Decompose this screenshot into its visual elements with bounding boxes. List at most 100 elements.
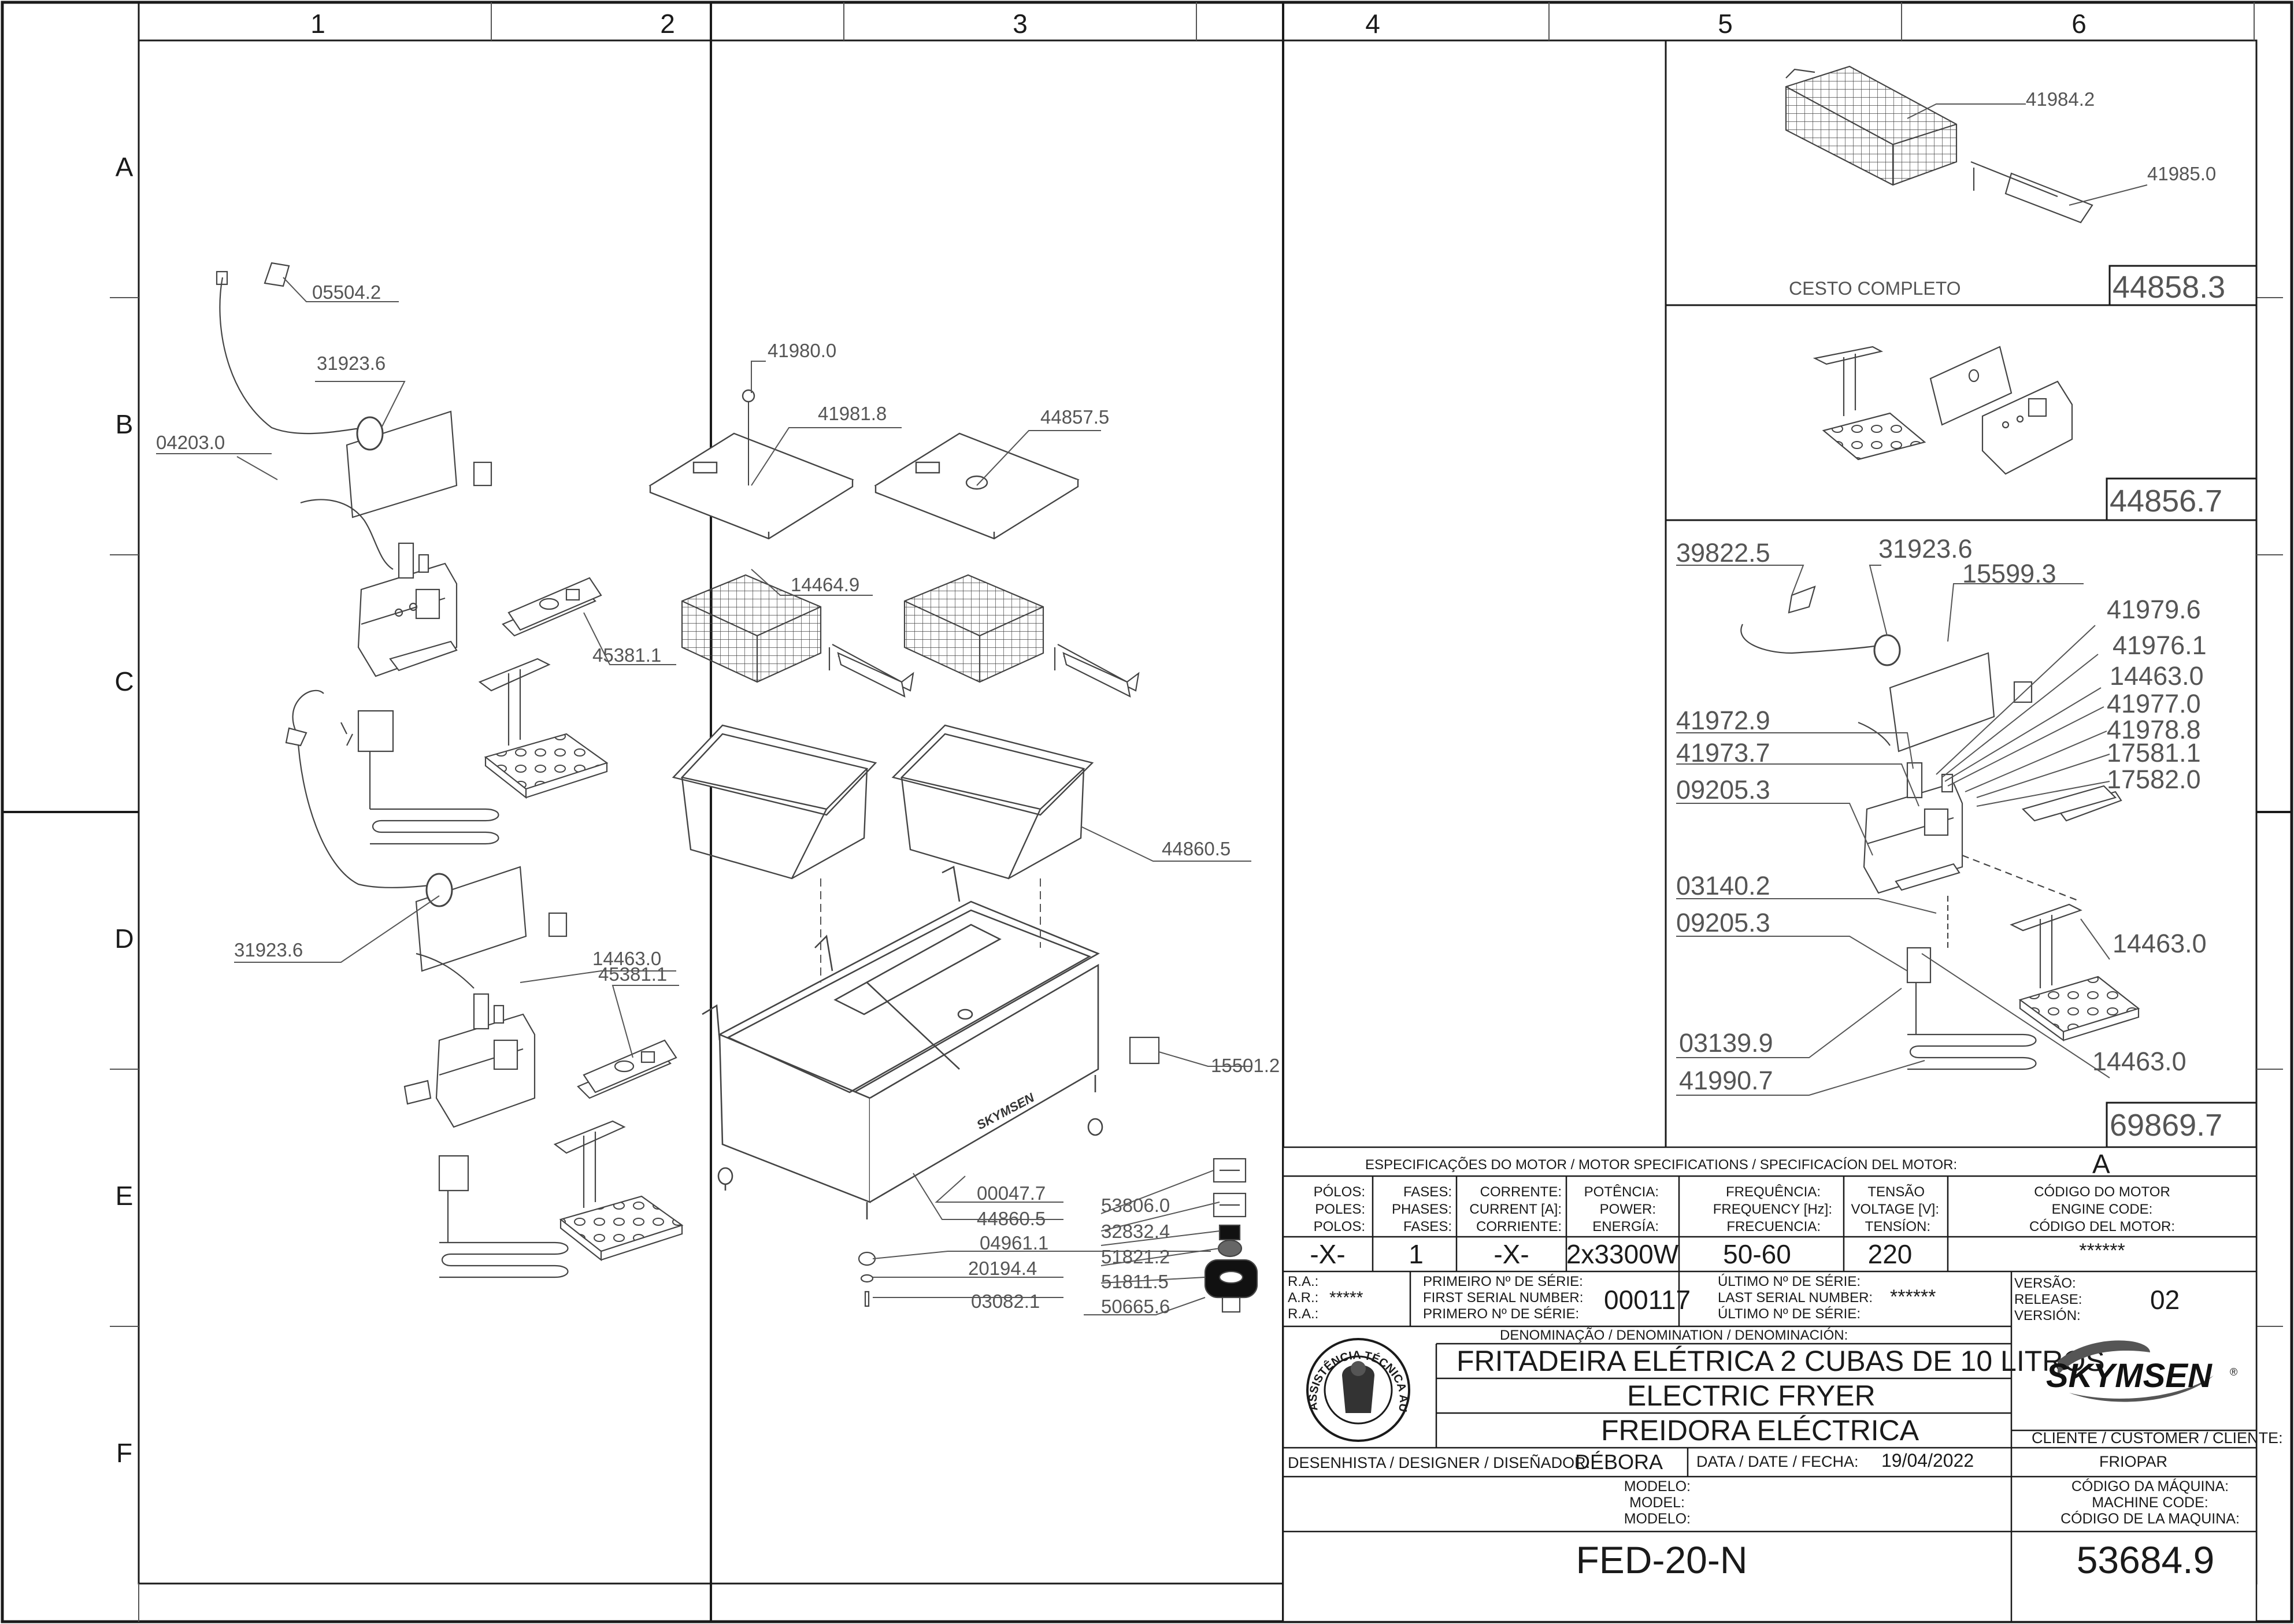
version-label-pt: VERSÃO: bbox=[2014, 1276, 2076, 1291]
seal-text: ASSISTÊNCIA TÉCNICA AUTORIZADA bbox=[0, 0, 1410, 1412]
machine-code-label-en: MACHINE CODE: bbox=[2092, 1495, 2208, 1511]
center-tank-right bbox=[891, 724, 1094, 880]
callout-04961: 04961.1 bbox=[980, 1232, 1048, 1254]
detail-label-41979: 41979.6 bbox=[2107, 595, 2201, 624]
last-serial-label-en: LAST SERIAL NUMBER: bbox=[1718, 1290, 1873, 1306]
current-header-pt: CORRENTE: bbox=[1480, 1184, 1562, 1200]
detail-label-14463-bottom: 14463.0 bbox=[2092, 1047, 2186, 1076]
denomination-header: DENOMINAÇÃO / DENOMINATION / DENOMINACIÓ… bbox=[1500, 1328, 1848, 1343]
callout-50665: 50665.6 bbox=[1101, 1296, 1170, 1317]
first-serial-label-pt: PRIMEIRO Nº DE SÉRIE: bbox=[1423, 1274, 1583, 1289]
callout-15501: 15501.2 bbox=[1211, 1055, 1280, 1076]
center-tank-left bbox=[672, 724, 877, 880]
detail-label-17581: 17581.1 bbox=[2107, 738, 2201, 767]
callout-45381-lower: 45381.1 bbox=[598, 963, 667, 985]
callout-04203: 04203.0 bbox=[156, 432, 225, 453]
callout-45381-upper: 45381.1 bbox=[592, 644, 661, 666]
power-value: 2x3300W bbox=[1566, 1239, 1679, 1269]
upper-left-control-panel bbox=[502, 577, 602, 637]
motor-spec-header: ESPECIFICAÇÕES DO MOTOR / MOTOR SPECIFIC… bbox=[1365, 1156, 1957, 1173]
authorized-service-seal: ASSISTÊNCIA TÉCNICA AUTORIZADA bbox=[0, 0, 1410, 1442]
grid-row-a: A bbox=[116, 152, 134, 182]
ra-value: ***** bbox=[1329, 1288, 1363, 1307]
power-header-en: POWER: bbox=[1600, 1202, 1656, 1217]
voltage-header-es: TENSÍON: bbox=[1865, 1219, 1930, 1234]
model-label-pt: MODELO: bbox=[1624, 1478, 1691, 1495]
model-value: FED-20-N bbox=[1576, 1538, 1747, 1581]
basket-labels: 41984.2 41985.0 CESTO COMPLETO 44858.3 bbox=[1789, 88, 2225, 305]
callout-00047: 00047.7 bbox=[977, 1182, 1046, 1204]
grid-row-f: F bbox=[116, 1438, 132, 1468]
frequency-value: 50-60 bbox=[1723, 1239, 1791, 1269]
freq-header-es: FRECUENCIA: bbox=[1726, 1219, 1821, 1234]
callout-14463-left: 14463.0 bbox=[592, 948, 661, 969]
detail-label-17582: 17582.0 bbox=[2107, 765, 2201, 794]
detail-label-14463-mid: 14463.0 bbox=[2113, 929, 2207, 958]
poles-header-en: POLES: bbox=[1315, 1202, 1365, 1217]
callout-53806: 53806.0 bbox=[1101, 1195, 1170, 1216]
poles-header-es: POLOS: bbox=[1314, 1219, 1365, 1234]
detail-label-03139: 03139.9 bbox=[1679, 1028, 1773, 1058]
callout-labels: 05504.2 31923.6 04203.0 41980.0 41981.8 … bbox=[156, 281, 1280, 1317]
detail-labels: 39822.5 31923.6 15599.3 41979.6 41976.1 … bbox=[1676, 534, 2222, 1143]
current-header-en: CURRENT [A]: bbox=[1469, 1202, 1562, 1217]
first-serial-label-es: PRIMERO Nº DE SÉRIE: bbox=[1423, 1306, 1579, 1322]
callout-41984: 41984.2 bbox=[2026, 88, 2095, 110]
engine-code-value: ****** bbox=[2079, 1240, 2125, 1262]
grid-col-1: 1 bbox=[310, 9, 325, 39]
callout-03082: 03082.1 bbox=[971, 1291, 1040, 1312]
center-feet-hardware bbox=[858, 1036, 1258, 1313]
grid-row-d: D bbox=[114, 924, 134, 954]
upper-left-support-stand bbox=[478, 658, 609, 799]
last-serial-label-pt: ÚLTIMO Nº DE SÉRIE: bbox=[1718, 1274, 1861, 1289]
product-name-pt: FRITADEIRA ELÉTRICA 2 CUBAS DE 10 LITROS bbox=[1457, 1345, 2105, 1377]
grid-row-c: C bbox=[114, 666, 134, 696]
motor-code-value: A bbox=[2092, 1149, 2110, 1179]
brand-logo-text: SKYMSEN bbox=[2046, 1357, 2213, 1395]
detail-label-09205-b: 09205.3 bbox=[1676, 908, 1770, 937]
detail-label-15599: 15599.3 bbox=[1962, 559, 2056, 588]
ra-label-pt: R.A.: bbox=[1288, 1274, 1318, 1289]
grid-row-b: B bbox=[116, 409, 134, 439]
first-serial-value: 000117 bbox=[1604, 1285, 1691, 1315]
power-header-es: ENERGÍA: bbox=[1592, 1219, 1659, 1234]
poles-header-pt: PÓLOS: bbox=[1314, 1184, 1365, 1200]
upper-left-heating-element bbox=[292, 689, 499, 845]
engine-header-es: CÓDIGO DEL MOTOR: bbox=[2029, 1219, 2175, 1234]
callout-31923-upper: 31923.6 bbox=[317, 353, 386, 374]
grid-labels: 1 2 3 4 5 6 A B C D E F bbox=[114, 9, 2086, 1468]
title-block-text: ESPECIFICAÇÕES DO MOTOR / MOTOR SPECIFIC… bbox=[1288, 1149, 2283, 1581]
engine-header-en: ENGINE CODE: bbox=[2052, 1202, 2153, 1217]
date-value: 19/04/2022 bbox=[1881, 1450, 1974, 1471]
client-value: FRIOPAR bbox=[2099, 1453, 2167, 1470]
phases-header-en: PHASES: bbox=[1392, 1202, 1452, 1217]
date-label: DATA / DATE / FECHA: bbox=[1696, 1453, 1859, 1470]
model-label-en: MODEL: bbox=[1629, 1495, 1685, 1511]
freq-header-pt: FREQUÊNCIA: bbox=[1726, 1184, 1821, 1200]
voltage-header-pt: TENSÃO bbox=[1867, 1184, 1925, 1200]
detail-label-41973: 41973.7 bbox=[1676, 738, 1770, 767]
grid-col-2: 2 bbox=[660, 9, 675, 39]
ra-label-es: R.A.: bbox=[1288, 1306, 1318, 1322]
callout-20194: 20194.4 bbox=[968, 1258, 1037, 1279]
phases-value: 1 bbox=[1409, 1239, 1424, 1269]
basket-caption: CESTO COMPLETO bbox=[1789, 278, 1961, 299]
version-label-en: RELEASE: bbox=[2014, 1292, 2082, 1307]
title-block-frame bbox=[1282, 1146, 2258, 1623]
designer-label: DESENHISTA / DESIGNER / DISEÑADOR: bbox=[1288, 1454, 1590, 1471]
product-name-en: ELECTRIC FRYER bbox=[1627, 1380, 1876, 1412]
machine-code-value: 53684.9 bbox=[2077, 1538, 2215, 1581]
last-serial-label-es: ÚLTIMO Nº DE SÉRIE: bbox=[1718, 1306, 1861, 1322]
upper-left-electrical-assembly bbox=[216, 262, 492, 677]
callout-44860-body: 44860.5 bbox=[977, 1208, 1046, 1229]
callout-41980: 41980.0 bbox=[768, 340, 836, 361]
detail-label-41972: 41972.9 bbox=[1676, 706, 1770, 735]
detail-label-14463-top: 14463.0 bbox=[2110, 661, 2204, 691]
lower-left-support-stand bbox=[553, 1120, 684, 1262]
center-main-body: SKYMSEN bbox=[702, 866, 1103, 1219]
callout-31923-lower: 31923.6 bbox=[234, 939, 303, 961]
detail-label-39822: 39822.5 bbox=[1676, 538, 1770, 568]
basket-assembly-number: 44858.3 bbox=[2113, 270, 2225, 305]
current-value: -X- bbox=[1493, 1239, 1529, 1269]
grid-col-3: 3 bbox=[1013, 9, 1028, 39]
